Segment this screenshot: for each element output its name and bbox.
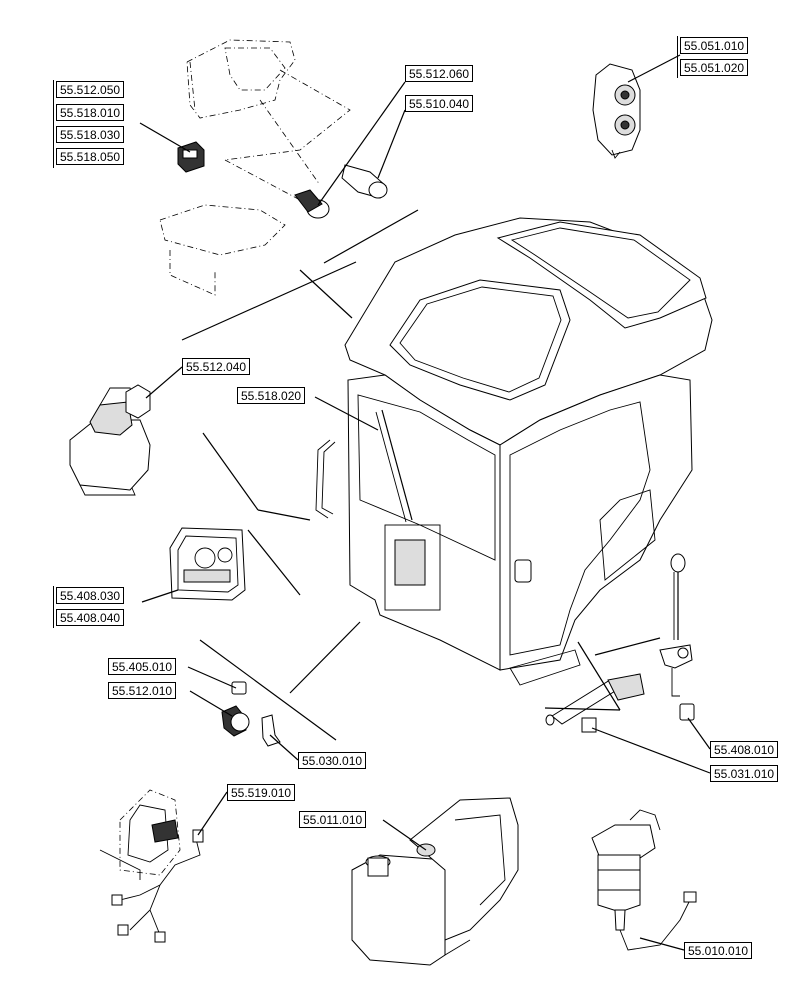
callout-55-408-030[interactable]: 55.408.030 [56,587,125,604]
callout-55-010-010[interactable]: 55.010.010 [684,942,753,959]
upper-console-panel [159,39,388,296]
callout-55-011-010[interactable]: 55.011.010 [299,811,367,828]
callout-group-bracket-heater [677,36,678,78]
gear-lever-drawing [659,553,695,721]
callout-group-bracket-left [53,80,54,168]
callout-55-512-010[interactable]: 55.512.010 [108,682,177,699]
callout-55-512-040[interactable]: 55.512.040 [182,358,251,375]
callout-55-518-010[interactable]: 55.518.010 [56,104,125,121]
heater-control-panel [592,63,641,159]
callout-55-405-010[interactable]: 55.405.010 [108,658,177,675]
instrument-cluster-drawing [169,527,246,601]
callout-55-031-010[interactable]: 55.031.010 [710,765,779,782]
callout-55-518-030[interactable]: 55.518.030 [56,126,125,143]
callout-55-512-050[interactable]: 55.512.050 [56,81,125,98]
leader-lines [139,54,711,951]
fuel-tank-drawing [351,797,519,966]
joystick-drawing [69,384,151,496]
callout-55-512-060[interactable]: 55.512.060 [405,65,474,82]
callout-55-408-010[interactable]: 55.408.010 [710,741,779,758]
callout-55-518-050[interactable]: 55.518.050 [56,148,125,165]
callout-55-051-020[interactable]: 55.051.020 [680,59,749,76]
callout-55-030-010[interactable]: 55.030.010 [298,752,367,769]
fuel-filter-drawing [591,809,697,951]
multifunction-switch-drawing [545,673,645,733]
seat-harness-drawing [99,789,204,943]
callout-55-408-040[interactable]: 55.408.040 [56,609,125,626]
callout-55-510-040[interactable]: 55.510.040 [405,95,474,112]
callout-55-051-010[interactable]: 55.051.010 [680,37,749,54]
cab-drawing [315,217,713,686]
callout-55-519-010[interactable]: 55.519.010 [227,784,296,801]
callout-55-518-020[interactable]: 55.518.020 [237,387,306,404]
callout-group-bracket-display [53,586,54,628]
